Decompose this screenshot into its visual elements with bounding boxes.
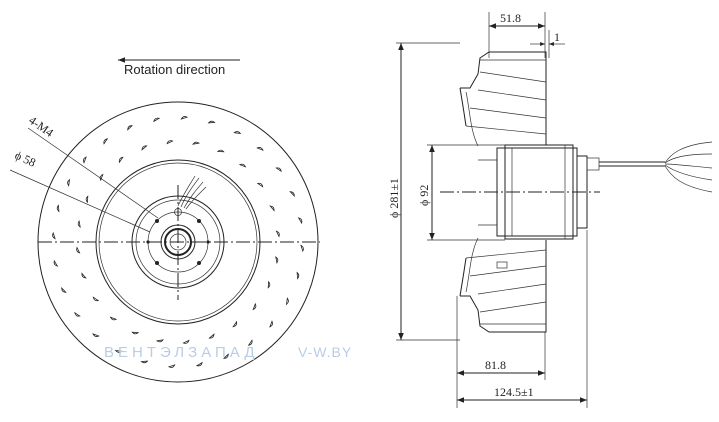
blade-mark — [85, 195, 89, 204]
hole-spec-label: 4-M4 — [26, 113, 56, 140]
blade-mark — [275, 256, 279, 264]
blade-mark — [267, 280, 271, 289]
blade-mark — [77, 220, 81, 228]
blade-mark — [289, 191, 295, 197]
blade-mark — [232, 320, 238, 328]
blade-mark — [182, 339, 190, 344]
blade-mark — [247, 339, 253, 346]
blade-mark — [167, 364, 176, 368]
diameter-leader — [9, 169, 151, 233]
cable-gland — [586, 157, 600, 171]
blade-mark — [153, 117, 161, 123]
blade-mark — [74, 311, 81, 317]
rivet-marker — [496, 261, 508, 269]
blade-mark — [300, 244, 304, 253]
impeller-top-profile — [460, 51, 547, 145]
dim-124-5: 124.5±1 — [494, 385, 534, 399]
side-view: 51.8 1 ϕ 281±1 ϕ 92 — [387, 11, 713, 408]
blade-mark — [118, 156, 124, 164]
blade-mark — [223, 353, 229, 359]
watermark-site: V-W.BY — [298, 344, 352, 360]
blade-mark — [103, 138, 109, 145]
blade-mark — [252, 302, 257, 311]
dim-gap-1: 1 — [554, 30, 560, 44]
blade-mark — [195, 361, 203, 367]
blade-mark — [92, 296, 100, 302]
dim-92: ϕ 92 — [417, 185, 431, 206]
blade-mark — [114, 349, 123, 353]
blade-mark — [52, 231, 56, 240]
blade-mark — [208, 333, 215, 339]
blade-mark — [296, 271, 300, 280]
blade-mark — [256, 147, 264, 151]
impeller-blades — [52, 116, 304, 368]
diameter-58-label: ϕ 58 — [13, 148, 38, 170]
dim-81-8: 81.8 — [485, 358, 506, 372]
blade-mark — [207, 120, 216, 124]
watermark-brand: ВЕНТЭЛЗАПАД — [104, 344, 258, 361]
dim-281: ϕ 281±1 — [387, 178, 401, 218]
blade-mark — [166, 140, 174, 145]
blade-mark — [297, 217, 303, 225]
blade-mark — [53, 259, 59, 267]
blade-mark — [141, 145, 148, 151]
blade-mark — [285, 297, 289, 306]
blade-mark — [140, 360, 149, 364]
blade-mark — [256, 182, 264, 188]
blade-mark — [76, 246, 81, 254]
blade-mark — [156, 339, 164, 343]
blade-mark — [269, 320, 273, 328]
blade-mark — [109, 316, 118, 321]
front-view: Rotation direction — [9, 57, 320, 383]
blade-mark — [83, 156, 87, 164]
blade-mark — [99, 173, 104, 182]
rotation-direction-label: Rotation direction — [124, 62, 225, 77]
blade-mark — [233, 131, 242, 135]
blade-mark — [269, 205, 275, 212]
hub-cable — [177, 175, 207, 210]
blade-mark — [127, 125, 133, 131]
hole-leader — [27, 127, 159, 219]
blade-mark — [61, 287, 67, 293]
blade-mark — [131, 331, 140, 335]
blade-mark — [92, 333, 100, 337]
blade-mark — [81, 272, 87, 279]
cable-wires — [664, 141, 713, 193]
impeller-bottom-profile — [460, 240, 547, 333]
dim-51-8: 51.8 — [500, 11, 521, 25]
blade-mark — [238, 163, 247, 168]
blade-mark — [192, 141, 200, 145]
blade-mark — [180, 116, 189, 120]
blade-mark — [216, 149, 225, 153]
blade-mark — [67, 178, 71, 187]
blade-mark — [275, 167, 282, 173]
blade-mark — [275, 230, 280, 238]
blade-mark — [56, 204, 60, 213]
